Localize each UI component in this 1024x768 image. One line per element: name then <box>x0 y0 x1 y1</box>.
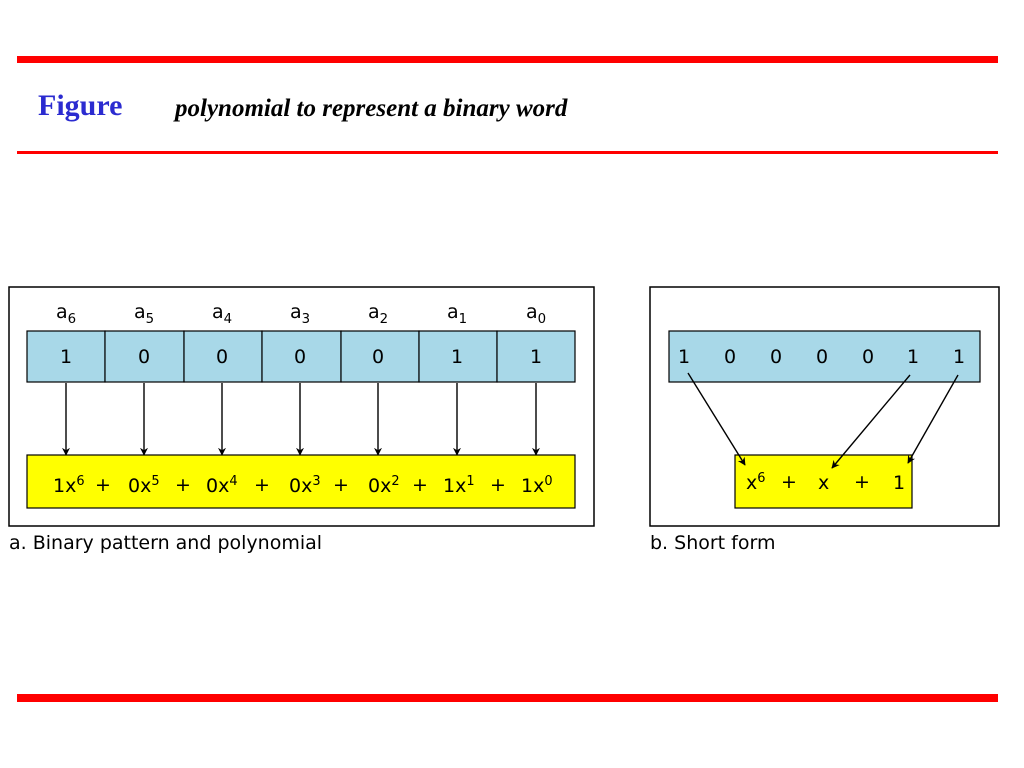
bit-value: 1 <box>60 346 72 368</box>
plus-operator: + <box>412 474 428 496</box>
polynomial-term: 0x3 <box>289 474 321 497</box>
polynomial-term: 1x0 <box>521 474 553 497</box>
short-form-panel: 1 0 0 0 0 1 1 x6 x 1 + + <box>649 286 1000 527</box>
bit-cell <box>26 330 106 383</box>
coefficient-label: a0 <box>526 301 546 327</box>
bottom-red-rule <box>17 694 998 702</box>
top-red-rule <box>17 56 998 63</box>
bit-cell <box>496 330 576 383</box>
title-underline-rule <box>17 151 998 154</box>
plus-operator: + <box>333 474 349 496</box>
bit-value: 0 <box>216 346 228 368</box>
coefficient-label: a1 <box>447 301 467 327</box>
bit-value: 0 <box>372 346 384 368</box>
figure-label: Figure <box>38 89 123 122</box>
plus-operator: + <box>175 474 191 496</box>
plus-operator: + <box>854 471 870 493</box>
bit-cell <box>261 330 342 383</box>
short-form-term: x <box>818 472 829 494</box>
bit-value: 0 <box>294 346 306 368</box>
bit-cell <box>183 330 263 383</box>
short-form-arrow <box>907 374 959 464</box>
coefficient-label: a3 <box>290 301 310 327</box>
short-form-bit: 1 <box>678 346 690 368</box>
plus-operator: + <box>254 474 270 496</box>
short-form-arrow <box>687 372 746 466</box>
polynomial-term: 0x4 <box>206 474 238 497</box>
short-form-bit: 1 <box>907 346 919 368</box>
polynomial-term: 0x2 <box>368 474 400 497</box>
bit-cell <box>104 330 185 383</box>
plus-operator: + <box>490 474 506 496</box>
polynomial-term: 1x1 <box>443 474 475 497</box>
short-form-polynomial-box <box>734 454 913 509</box>
short-form-term: x6 <box>746 471 765 494</box>
plus-operator: + <box>95 474 111 496</box>
bit-value: 1 <box>530 346 542 368</box>
coefficient-label: a2 <box>368 301 388 327</box>
polynomial-term: 0x5 <box>128 474 160 497</box>
caption-binary-pattern: a. Binary pattern and polynomial <box>9 532 323 554</box>
short-form-bit: 0 <box>724 346 736 368</box>
bit-value: 1 <box>451 346 463 368</box>
short-form-bit: 0 <box>862 346 874 368</box>
binary-pattern-panel: a6 a5 a4 a3 a2 a1 a0 1 0 0 0 0 1 1 1x6 0x5 0x4 0x3 0x2 1x… <box>8 286 595 527</box>
polynomial-box <box>26 454 576 509</box>
short-form-bit: 0 <box>816 346 828 368</box>
coefficient-label: a5 <box>134 301 154 327</box>
plus-operator: + <box>781 471 797 493</box>
figure-title: polynomial to represent a binary word <box>175 95 568 122</box>
caption-short-form: b. Short form <box>650 532 776 554</box>
short-form-bit: 0 <box>770 346 782 368</box>
short-form-term: 1 <box>893 472 905 494</box>
coefficient-label: a4 <box>212 301 232 327</box>
bit-value: 0 <box>138 346 150 368</box>
short-form-bit-box <box>668 330 981 383</box>
polynomial-term: 1x6 <box>53 474 85 497</box>
short-form-bit: 1 <box>953 346 965 368</box>
short-form-arrow <box>831 374 911 469</box>
coefficient-label: a6 <box>56 301 76 327</box>
